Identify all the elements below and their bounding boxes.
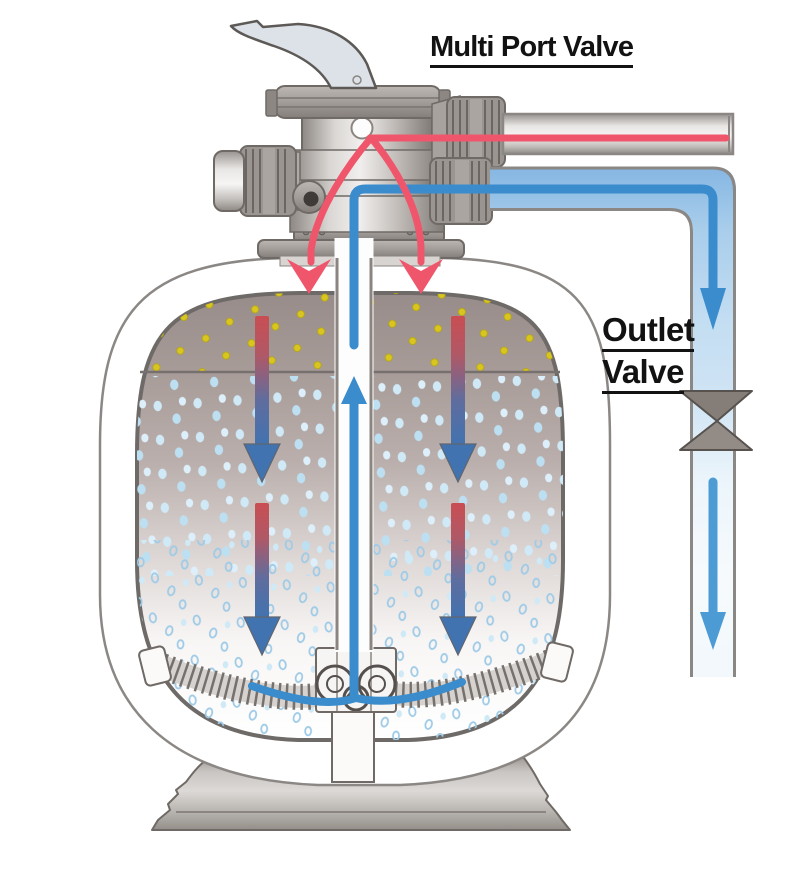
hub-stem <box>331 711 375 783</box>
lateral-end-cap-left <box>138 645 172 687</box>
inlet-flow-arrows <box>287 134 730 294</box>
lateral-end-cap-right <box>540 641 574 683</box>
multi-port-valve-label: Multi Port Valve <box>430 31 634 68</box>
outlet-valve-label-line2: Valve <box>602 354 684 394</box>
left-union-port <box>213 145 301 217</box>
inlet-pipe <box>501 112 735 156</box>
sand-flow-arrows <box>243 316 477 657</box>
outlet-valve-symbol <box>679 390 753 451</box>
inlet-union <box>446 96 506 168</box>
valve-cap <box>274 85 442 119</box>
side-port <box>292 180 326 214</box>
outlet-flow-arrows <box>248 184 726 706</box>
outlet-valve-label: Outlet Valve <box>602 312 695 397</box>
outlet-valve-label-line1: Outlet <box>602 312 695 352</box>
valve-handle <box>229 19 378 90</box>
